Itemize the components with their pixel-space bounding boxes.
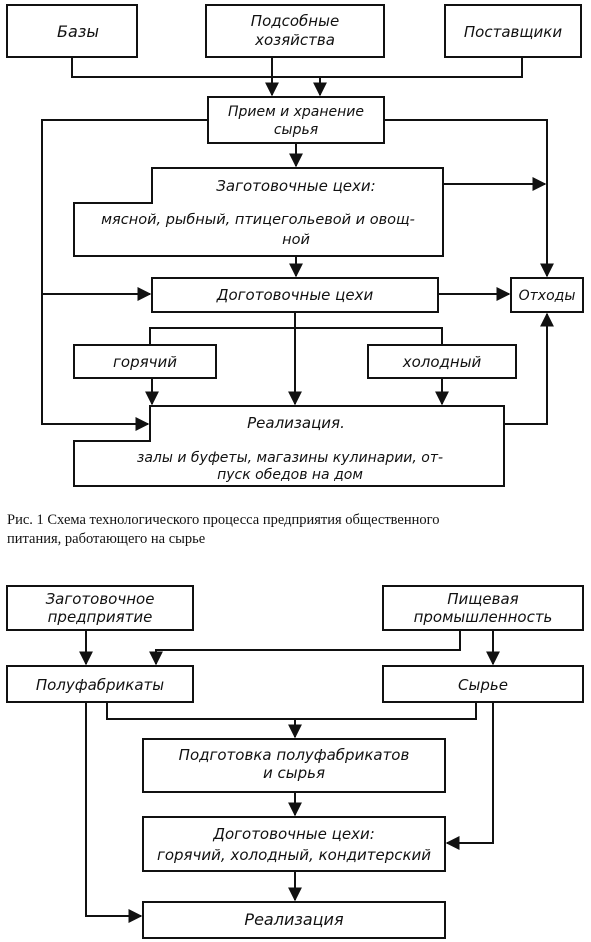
label-enterprise-1: Заготовочное	[46, 590, 155, 608]
box-hot-shop	[73, 344, 217, 379]
label-preparation-2: и сырья	[263, 764, 325, 782]
box-aux-farms	[205, 4, 385, 58]
connector-bases	[71, 57, 296, 78]
arrow-semi-to-sales	[85, 702, 143, 923]
arrow-reception-to-waste	[384, 119, 554, 278]
label-finishing-2-title: Доготовочные цехи:	[212, 825, 375, 843]
label-raw: Сырье	[458, 676, 508, 694]
label-hot: горячий	[113, 353, 177, 371]
box-food-industry	[382, 585, 584, 631]
box-waste	[510, 277, 584, 313]
connector-suppliers	[296, 57, 523, 78]
figure1-caption-1: Рис. 1 Схема технологического процесса п…	[7, 512, 439, 528]
label-aux-farms-2: хозяйства	[254, 31, 335, 49]
label-preparation-1: Подготовка полуфабрикатов	[179, 746, 410, 764]
label-cold: холодный	[402, 353, 482, 371]
label-suppliers: Поставщики	[464, 23, 562, 41]
box-sales-2	[142, 901, 446, 939]
label-food-industry-2: промышленность	[414, 608, 553, 626]
label-sales-2: Реализация	[244, 910, 344, 929]
label-semi-finished: Полуфабрикаты	[36, 676, 164, 694]
label-reception-2: сырья	[274, 122, 318, 138]
arrow-industry-to-semi	[149, 630, 461, 666]
label-finishing: Доготовочные цехи	[216, 286, 374, 304]
box-sales	[73, 405, 505, 487]
box-suppliers	[444, 4, 582, 58]
label-sales-title: Реализация.	[247, 414, 345, 432]
label-food-industry-1: Пищевая	[447, 590, 518, 608]
box-semi-finished	[6, 665, 194, 703]
label-sales-2: пуск обедов на дом	[217, 467, 363, 483]
arrow-reception-to-sales	[41, 119, 208, 431]
label-procurement-1: мясной, рыбный, птицегольевой и овощ-	[101, 212, 415, 228]
arrow-sales-to-waste	[504, 312, 554, 425]
box-procurement-enterprise	[6, 585, 194, 631]
label-reception-1: Прием и хранение	[228, 104, 364, 120]
box-raw	[382, 665, 584, 703]
label-enterprise-2: предприятие	[48, 608, 153, 626]
connector-semi-raw	[106, 702, 477, 720]
label-waste: Отходы	[519, 288, 576, 304]
label-procurement-title: Заготовочные цехи:	[216, 177, 375, 195]
label-bases: Базы	[57, 22, 99, 41]
label-sales-1: залы и буфеты, магазины кулинарии, от-	[137, 450, 443, 466]
label-procurement-2: ной	[282, 232, 310, 248]
label-finishing-2-line: горячий, холодный, кондитерский	[157, 846, 431, 864]
figure1-caption-2: питания, работающего на сырье	[7, 531, 205, 547]
label-aux-farms-1: Подсобные	[251, 12, 339, 30]
arrow-raw-to-finishing	[445, 702, 494, 850]
box-procurement-shops	[73, 167, 444, 257]
